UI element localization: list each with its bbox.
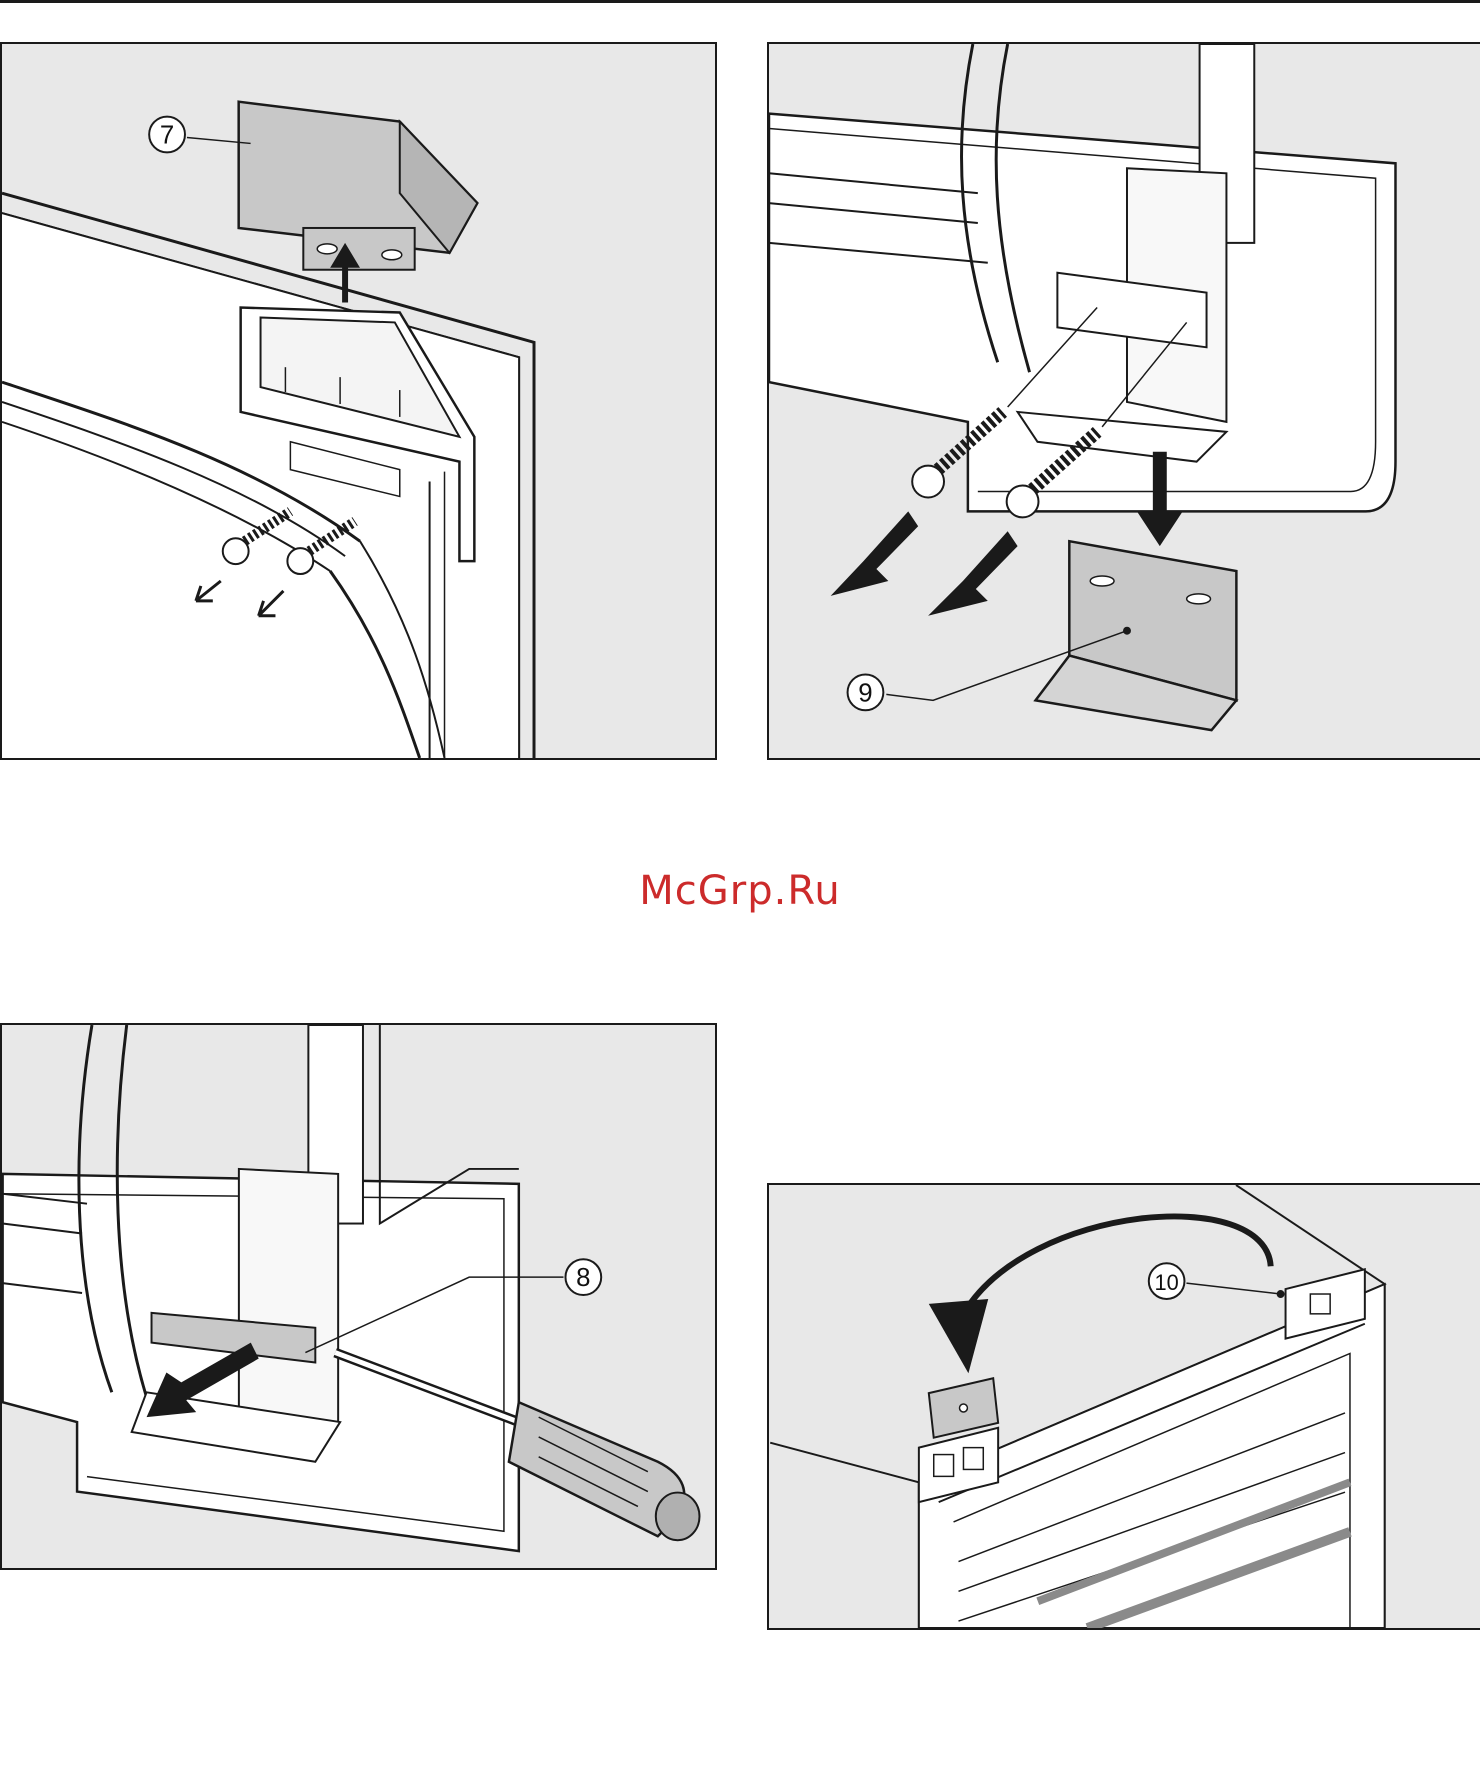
- illustration-remove-cover: 7: [0, 42, 717, 760]
- bracket-drawing: 9: [769, 44, 1480, 758]
- callout-10: 10: [1155, 1270, 1179, 1295]
- hinge-drawing: 10: [769, 1185, 1480, 1628]
- callout-7: 7: [160, 121, 174, 149]
- callout-9: 9: [858, 679, 872, 707]
- illustration-bracket: 9: [767, 42, 1480, 760]
- top-rule: [0, 0, 1480, 3]
- illustration-hinge-relocate: 10: [767, 1183, 1480, 1630]
- arrow-icon: [831, 511, 919, 596]
- cover-drawing: 7: [2, 44, 715, 758]
- arrow-icon: [929, 1299, 988, 1373]
- watermark: McGrp.Ru: [0, 868, 1480, 914]
- hinge-part-moving: [929, 1378, 998, 1437]
- screwdriver-drawing: 8: [2, 1025, 715, 1568]
- illustration-screwdriver-cover: 8: [0, 1023, 717, 1570]
- callout-8: 8: [576, 1264, 590, 1292]
- arrow-icon: [928, 531, 1017, 616]
